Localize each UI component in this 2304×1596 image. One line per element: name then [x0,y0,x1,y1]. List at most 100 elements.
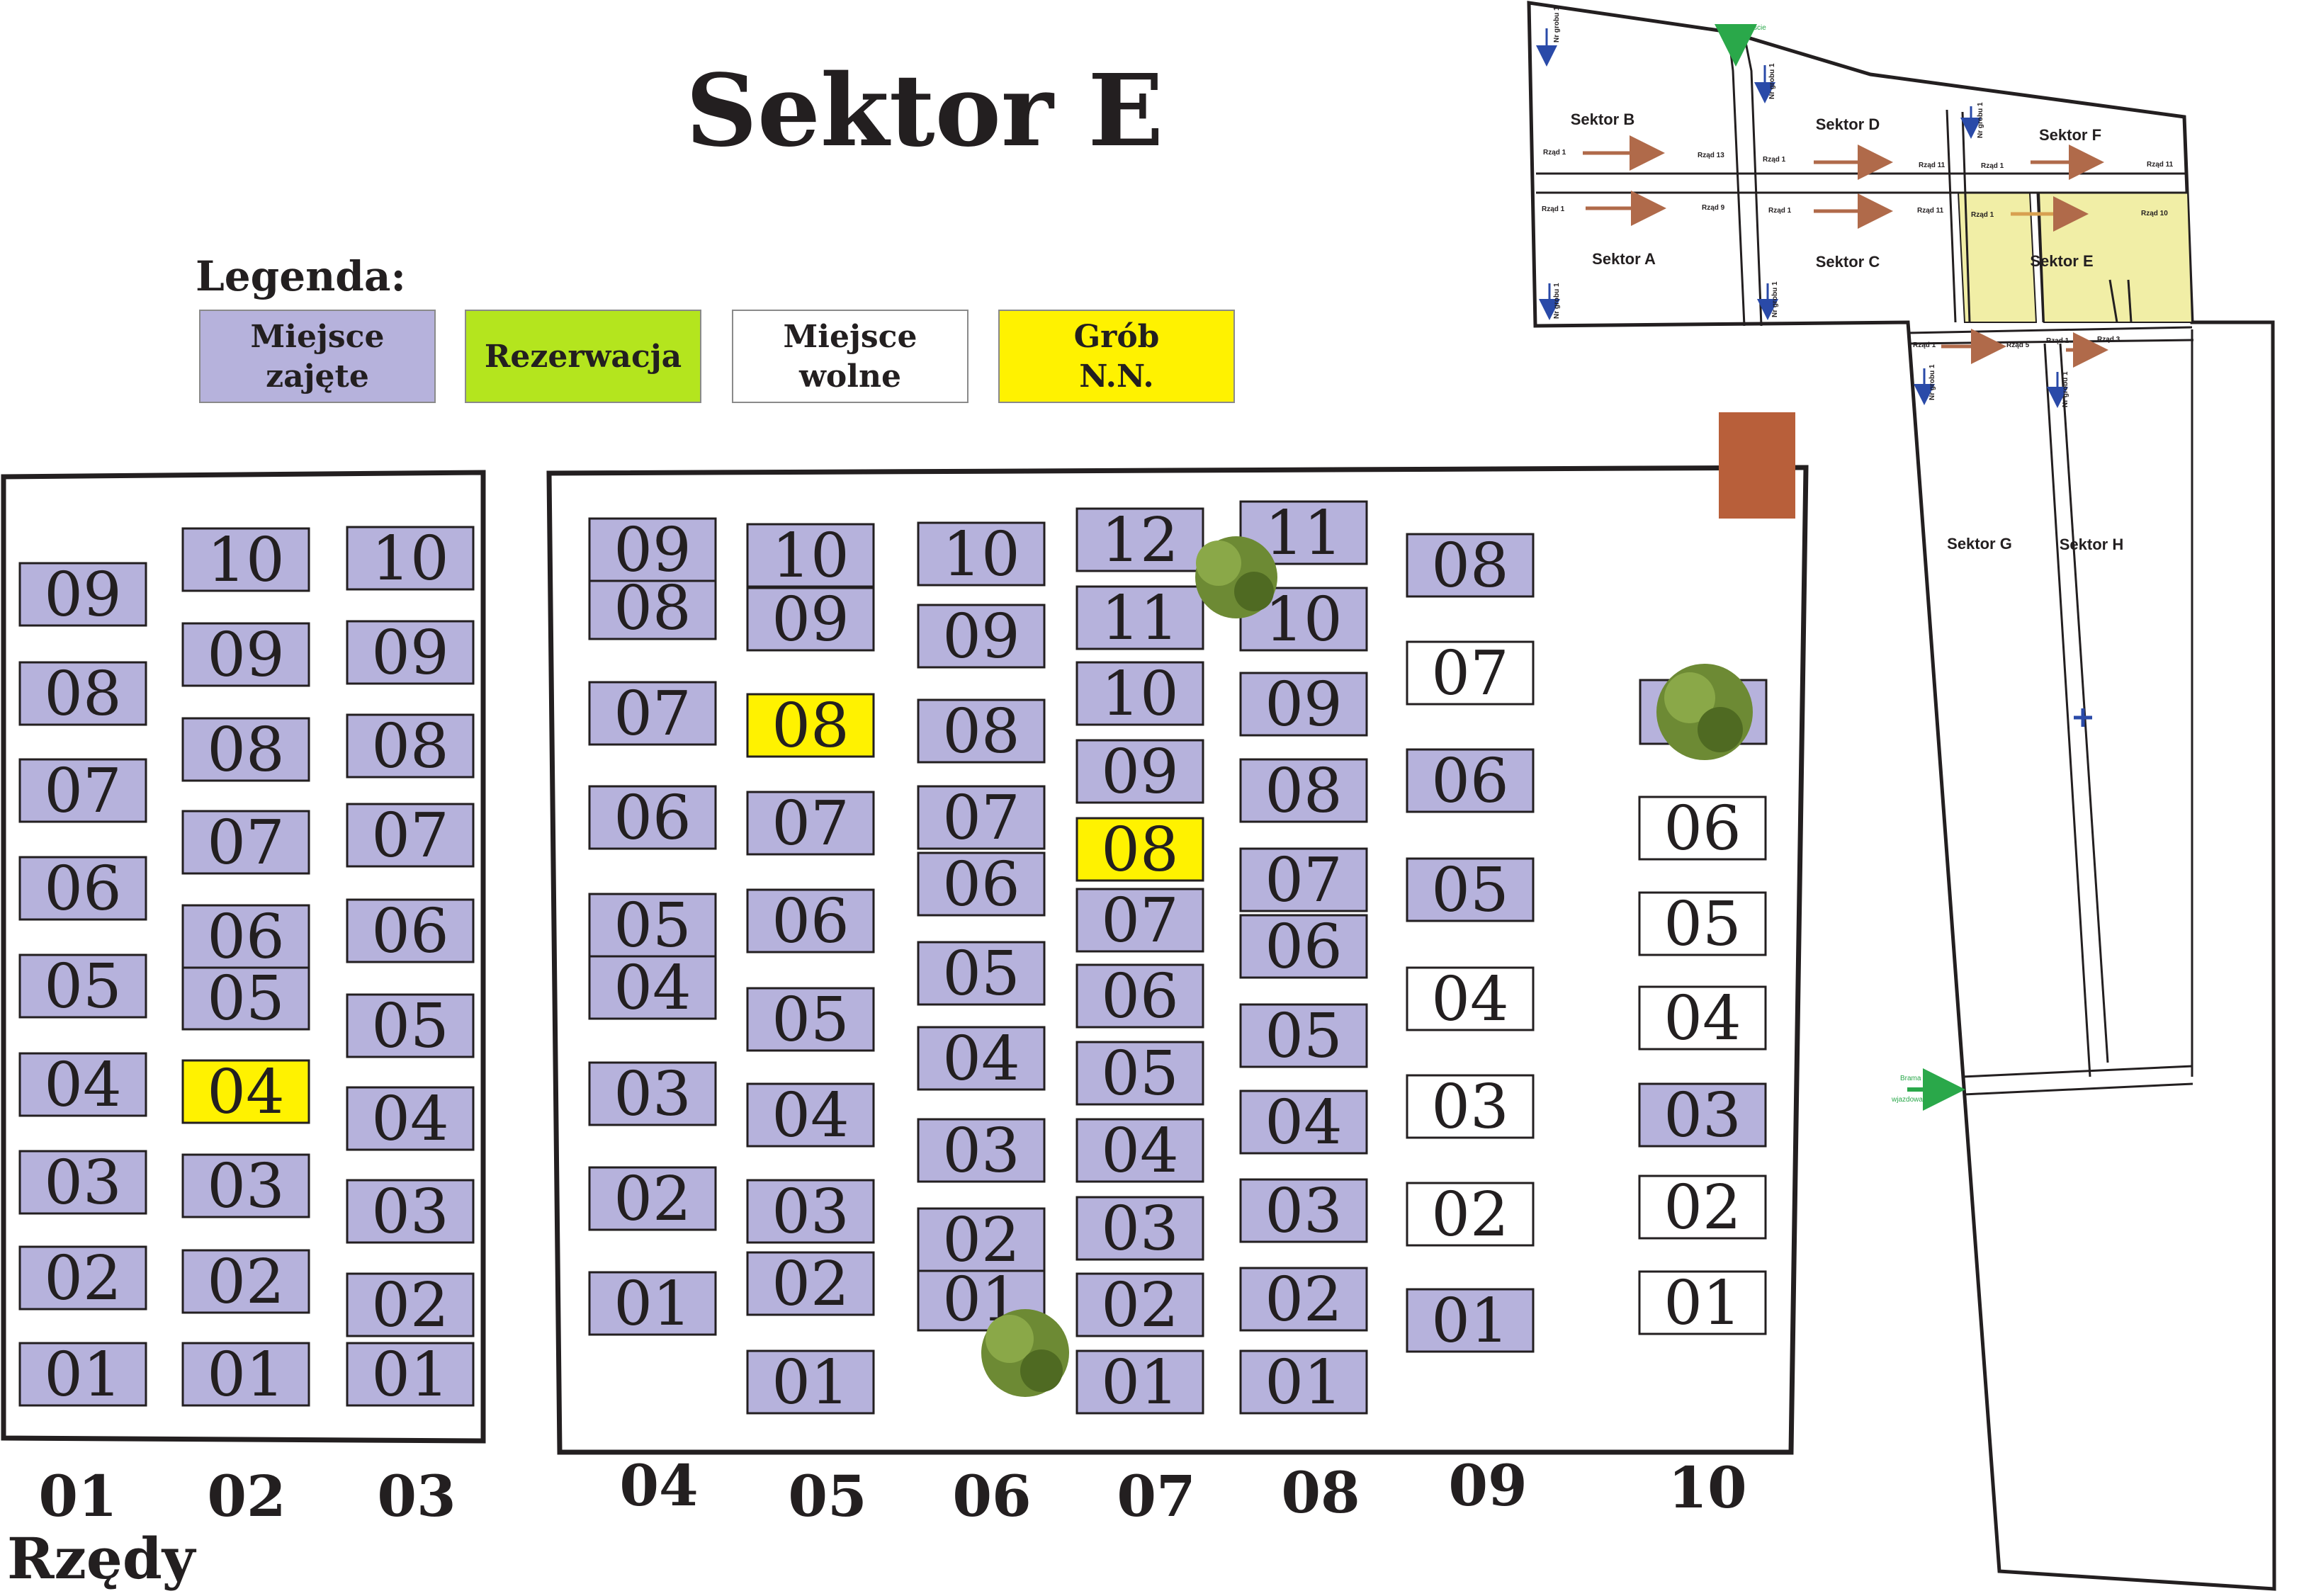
plot-box[interactable] [346,1086,475,1151]
plot-08-08[interactable]: 08 [1239,756,1368,827]
plot-box[interactable] [1638,1082,1767,1148]
plot-box[interactable] [346,803,475,868]
plot-box[interactable] [1638,891,1767,956]
plot-box[interactable] [746,791,875,856]
plot-box[interactable] [588,785,717,850]
plot-box[interactable] [18,661,147,726]
plot-07-08[interactable]: 08 [1075,815,1204,885]
plot-box[interactable] [588,1271,717,1336]
plot-03-05[interactable]: 05 [346,991,475,1062]
plot-02-05[interactable]: 05 [181,963,310,1034]
plot-box[interactable] [917,604,1046,669]
plot-box[interactable] [1075,661,1204,726]
plot-02-02[interactable]: 02 [181,1247,310,1318]
plot-03-07[interactable]: 07 [346,800,475,871]
plot-03-06[interactable]: 06 [346,896,475,967]
plot-box[interactable] [1239,1178,1368,1243]
plot-box[interactable] [1075,739,1204,804]
plot-box[interactable] [1406,1182,1535,1247]
plot-box[interactable] [746,1349,875,1415]
plot-09-06[interactable]: 06 [1406,746,1535,817]
plot-box[interactable] [1239,672,1368,737]
plot-04-05[interactable]: 05 [588,890,717,961]
plot-10-06[interactable]: 06 [1638,793,1767,864]
plot-box[interactable] [1075,1349,1204,1415]
plot-box[interactable] [1406,533,1535,598]
plot-06-02[interactable]: 02 [917,1205,1046,1276]
plot-box[interactable] [1075,585,1204,650]
plot-05-05[interactable]: 05 [746,985,875,1055]
plot-04-02[interactable]: 02 [588,1164,717,1235]
plot-04-01[interactable]: 01 [588,1269,717,1340]
plot-09-02[interactable]: 02 [1406,1179,1535,1250]
plot-04-04[interactable]: 04 [588,953,717,1024]
plot-10-05[interactable]: 05 [1638,889,1767,960]
plot-05-08[interactable]: 08 [746,691,875,762]
plot-box[interactable] [346,1272,475,1337]
plot-box[interactable] [181,904,310,969]
plot-box[interactable] [18,562,147,627]
plot-box[interactable] [1638,1270,1767,1335]
plot-box[interactable] [18,1245,147,1311]
plot-01-09[interactable]: 09 [18,560,147,630]
plot-box[interactable] [1239,1267,1368,1332]
plot-box[interactable] [746,587,875,652]
plot-07-11[interactable]: 11 [1075,583,1204,654]
plot-07-12[interactable]: 12 [1075,505,1204,576]
plot-box[interactable] [181,810,310,875]
plot-box[interactable] [746,987,875,1052]
plot-box[interactable] [1075,963,1204,1029]
plot-05-09[interactable]: 09 [746,584,875,655]
plot-05-03[interactable]: 03 [746,1177,875,1247]
plot-01-04[interactable]: 04 [18,1050,147,1121]
plot-box[interactable] [1638,1175,1767,1240]
plot-07-02[interactable]: 02 [1075,1270,1204,1341]
plot-box[interactable] [746,1082,875,1148]
plot-box[interactable] [18,953,147,1019]
plot-box[interactable] [181,717,310,782]
plot-03-10[interactable]: 10 [346,523,475,594]
plot-box[interactable] [746,693,875,758]
plot-box[interactable] [1075,1196,1204,1261]
plot-box[interactable] [1638,796,1767,861]
plot-01-07[interactable]: 07 [18,756,147,827]
plot-06-10[interactable]: 10 [917,519,1046,590]
plot-02-01[interactable]: 01 [181,1340,310,1410]
plot-09-07[interactable]: 07 [1406,638,1535,709]
plot-box[interactable] [181,1059,310,1124]
plot-09-08[interactable]: 08 [1406,531,1535,601]
plot-02-04[interactable]: 04 [181,1057,310,1128]
plot-05-01[interactable]: 01 [746,1347,875,1418]
plot-02-08[interactable]: 08 [181,715,310,786]
plot-box[interactable] [1406,640,1535,706]
plot-box[interactable] [181,622,310,687]
plot-box[interactable] [346,993,475,1058]
plot-02-06[interactable]: 06 [181,902,310,973]
plot-07-10[interactable]: 10 [1075,659,1204,730]
plot-box[interactable] [18,1342,147,1407]
plot-06-06[interactable]: 06 [917,849,1046,920]
plot-box[interactable] [1406,1288,1535,1353]
plot-07-06[interactable]: 06 [1075,961,1204,1032]
plot-box[interactable] [1406,748,1535,813]
plot-box[interactable] [1239,914,1368,979]
plot-box[interactable] [588,1166,717,1231]
plot-box[interactable] [588,955,717,1020]
plot-03-02[interactable]: 02 [346,1270,475,1341]
plot-box[interactable] [1239,1090,1368,1155]
plot-box[interactable] [1075,888,1204,953]
plot-box[interactable] [181,966,310,1031]
plot-box[interactable] [181,1249,310,1314]
plot-box[interactable] [1638,985,1767,1051]
plot-box[interactable] [917,941,1046,1006]
plot-02-09[interactable]: 09 [181,620,310,691]
plot-02-10[interactable]: 10 [181,525,310,596]
plot-box[interactable] [1075,1272,1204,1337]
plot-box[interactable] [588,893,717,958]
plot-box[interactable] [18,1150,147,1215]
plot-03-01[interactable]: 01 [346,1340,475,1410]
plot-09-04[interactable]: 04 [1406,964,1535,1035]
plot-09-03[interactable]: 03 [1406,1072,1535,1143]
plot-02-07[interactable]: 07 [181,808,310,878]
plot-08-07[interactable]: 07 [1239,845,1368,916]
